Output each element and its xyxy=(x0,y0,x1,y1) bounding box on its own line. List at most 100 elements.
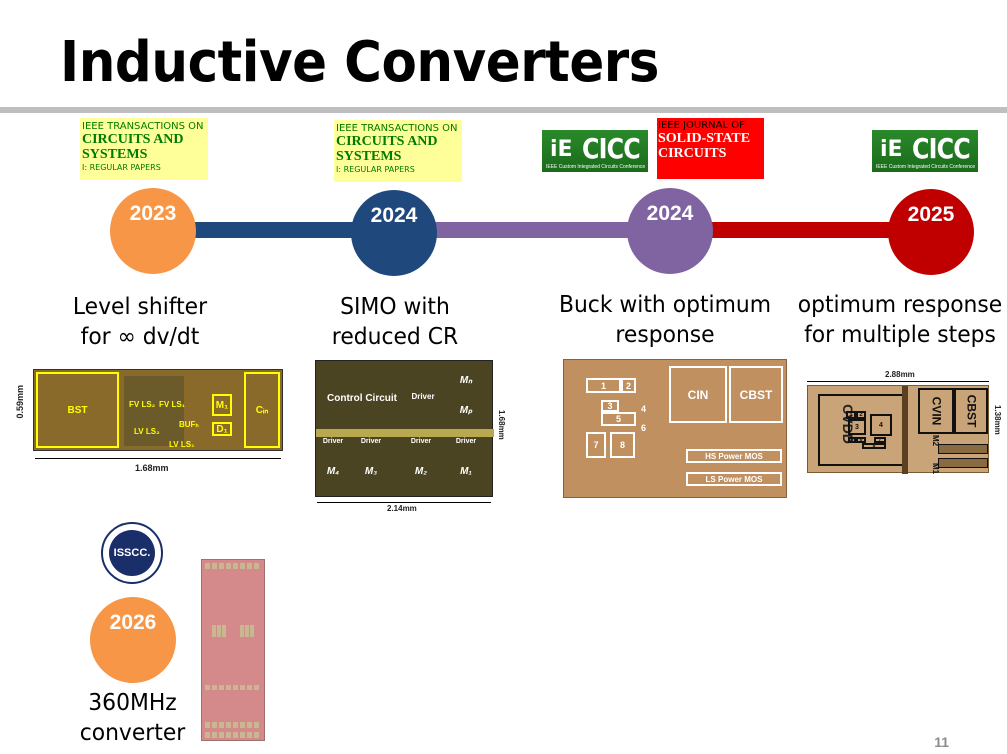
topic-line: reduced CR xyxy=(331,324,459,350)
die-block: Driver xyxy=(322,437,344,445)
topic-label-360mhz: 360MHz converter xyxy=(64,688,202,748)
venue-line: IEEE TRANSACTIONS ON xyxy=(82,121,204,132)
venue-line: SYSTEMS xyxy=(82,147,148,162)
die-block: Driver xyxy=(455,437,477,445)
die-block: 6 xyxy=(856,437,866,443)
die-block: 7 xyxy=(586,432,606,458)
die-label: CVIN xyxy=(928,396,943,426)
venue-line: IEEE TRANSACTIONS ON xyxy=(336,123,458,134)
die-block: HS Power MOS xyxy=(686,449,782,463)
die-label: 6 xyxy=(641,423,647,433)
topic-line: SIMO with xyxy=(340,294,450,320)
cicc-subtitle: IEEE Custom Integrated Circuits Conferen… xyxy=(876,164,976,170)
timeline-connector-3 xyxy=(700,222,910,238)
die-block: M₁ xyxy=(212,394,232,416)
die-block: M₁ xyxy=(460,465,472,477)
die-block: 4 xyxy=(870,414,892,436)
die-region xyxy=(316,429,494,437)
venue-line: CIRCUITS AND xyxy=(82,132,184,147)
isscc-name: ISSCC. xyxy=(109,530,155,576)
venue-line: I: REGULAR PAPERS xyxy=(82,163,161,172)
die-block: Mₚ xyxy=(459,404,473,416)
die-block: Driver xyxy=(410,437,432,445)
die-block: Driver xyxy=(360,437,382,445)
die-region xyxy=(902,386,908,474)
timeline-node-2024-simo: 2024 xyxy=(351,190,437,276)
die-label: FV LS₂ xyxy=(129,400,156,409)
die-block: LS Power MOS xyxy=(686,472,782,486)
die-label: BUFₕ xyxy=(179,420,199,429)
die-block: 2 xyxy=(856,411,866,419)
venue-line: I: REGULAR PAPERS xyxy=(336,165,415,174)
topic-line: converter xyxy=(79,720,186,746)
topic-label-buck: Buck with optimum response xyxy=(551,290,779,350)
timeline-connector-2 xyxy=(430,222,650,238)
die-region xyxy=(240,625,254,637)
venue-line: CIRCUITS xyxy=(658,146,727,161)
die-region xyxy=(212,625,226,637)
pad-row xyxy=(205,722,261,728)
die-photo-multi-step: 2.88mm CVDD 1 2 3 4 5 6 7 8 CVIN CBST M2… xyxy=(805,370,1005,480)
die-photo-buck: 1 2 3 4 5 6 7 8 CIN CBST HS Power MOS LS… xyxy=(563,359,787,498)
venue-line: SOLID-STATE xyxy=(658,131,751,146)
topic-line: Level shifter xyxy=(72,294,208,320)
die-image: BST FV LS₂ FV LS₁ BUFₕ LV LS₂ LV LS₁ M₁ … xyxy=(33,369,283,451)
topic-line: for multiple steps xyxy=(804,322,996,348)
die-block: Mₙ xyxy=(459,374,473,386)
die-photo-360mhz xyxy=(201,559,265,741)
venue-logo-cicc-2025: iE CICC IEEE Custom Integrated Circuits … xyxy=(872,130,978,172)
pad-row xyxy=(205,685,261,690)
die-photo-simo: Control Circuit Driver Mₙ Mₚ Driver Driv… xyxy=(315,360,510,515)
die-block: 3 xyxy=(601,400,619,412)
die-region xyxy=(124,376,184,446)
die-block: D₁ xyxy=(212,422,232,436)
die-label: 4 xyxy=(641,404,647,414)
die-block: M₄ xyxy=(326,465,340,477)
die-block-cbst: CBST xyxy=(729,366,783,423)
pad-row xyxy=(205,563,261,569)
die-block: 7 xyxy=(874,437,886,443)
timeline-node-2023: 2023 xyxy=(110,188,196,274)
cicc-name: CICC xyxy=(912,132,971,165)
cicc-mark-icon: iE xyxy=(550,137,573,162)
cicc-subtitle: IEEE Custom Integrated Circuits Conferen… xyxy=(546,164,646,170)
die-label: LV LS₁ xyxy=(169,440,195,449)
die-block: BST xyxy=(36,372,119,448)
slide-title: Inductive Converters xyxy=(60,30,659,95)
width-arrow xyxy=(317,502,491,503)
pad-row xyxy=(205,732,261,738)
venue-line: CIRCUITS AND xyxy=(336,134,438,149)
width-arrow xyxy=(807,381,989,382)
die-label: CBST xyxy=(964,394,979,428)
venue-line: SYSTEMS xyxy=(336,149,402,164)
year-label: 2026 xyxy=(109,611,157,634)
year-label: 2025 xyxy=(907,203,955,226)
die-photo-level-shifter: 0.59mm BST FV LS₂ FV LS₁ BUFₕ LV LS₂ LV … xyxy=(15,365,290,477)
die-block: 1 xyxy=(846,411,856,419)
width-dimension: 2.14mm xyxy=(387,504,417,513)
die-image: CVDD 1 2 3 4 5 6 7 8 CVIN CBST M2 M1 xyxy=(807,385,989,474)
height-dimension: 1.68mm xyxy=(497,410,506,440)
die-block: 2 xyxy=(621,378,636,393)
cicc-name: CICC xyxy=(582,132,641,165)
title-divider xyxy=(0,107,1007,113)
die-block: 5 xyxy=(601,412,636,426)
die-block: M₂ xyxy=(414,465,428,477)
die-block: 3 xyxy=(848,419,866,435)
timeline-node-2025: 2025 xyxy=(888,189,974,275)
height-dimension: 1.38mm xyxy=(993,405,1002,435)
venue-logo-tcas-2024: IEEE TRANSACTIONS ON CIRCUITS AND SYSTEM… xyxy=(334,120,462,182)
topic-label-level-shifter: Level shifter for ∞ dv/dt xyxy=(55,292,226,352)
die-block-cin: CIN xyxy=(669,366,727,423)
year-label: 2023 xyxy=(129,202,177,225)
year-label: 2024 xyxy=(370,204,418,227)
topic-line: optimum response xyxy=(797,292,1003,318)
width-arrow xyxy=(35,458,281,459)
die-block: M₃ xyxy=(364,465,378,477)
timeline-node-2024-buck: 2024 xyxy=(627,188,713,274)
year-label: 2024 xyxy=(646,202,694,225)
die-block: Driver xyxy=(411,391,435,401)
die-label: LV LS₂ xyxy=(134,427,160,436)
venue-logo-jssc: IEEE JOURNAL OF SOLID-STATE CIRCUITS xyxy=(657,118,764,179)
page-number: 11 xyxy=(934,734,949,750)
